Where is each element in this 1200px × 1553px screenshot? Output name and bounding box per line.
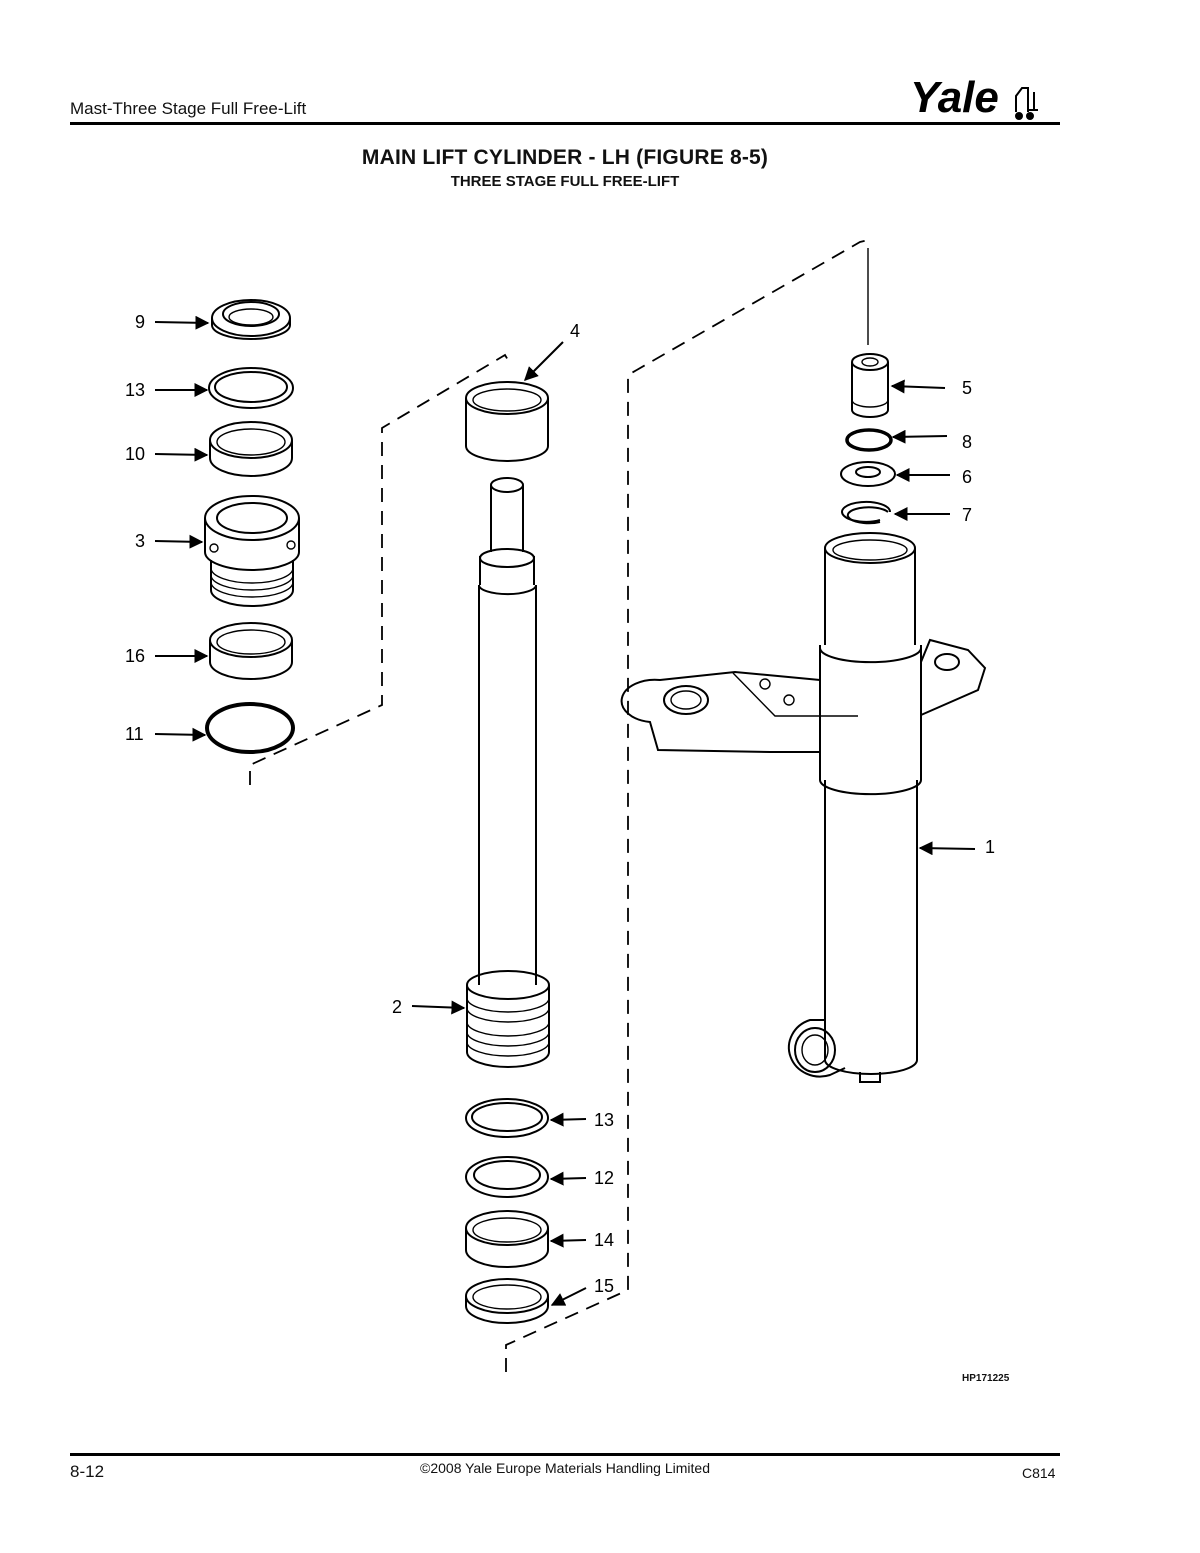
- part-16-bushing: [209, 622, 293, 680]
- callout-6: 6: [962, 467, 972, 487]
- part-6-washer: [840, 461, 896, 487]
- callout-12: 12: [594, 1168, 614, 1188]
- assembly-guide-lines: [249, 239, 869, 1372]
- page-number: 8-12: [70, 1462, 105, 1481]
- part-13-seal-ring-lower: [465, 1098, 549, 1138]
- part-10-wear-ring: [209, 421, 293, 477]
- part-14-wear-ring: [465, 1210, 549, 1268]
- part-11-o-ring: [205, 702, 295, 754]
- callout-1: 1: [985, 837, 995, 857]
- header-rule: [70, 122, 1060, 125]
- part-9-gland-cap: [211, 299, 291, 340]
- figure-title: MAIN LIFT CYLINDER - LH (FIGURE 8-5): [361, 146, 769, 169]
- callout-4: 4: [570, 321, 580, 341]
- figure-reference: HP171225: [962, 1373, 1010, 1384]
- brand-wordmark: Yale: [910, 73, 999, 122]
- part-5-fitting: [851, 353, 889, 418]
- callout-labels: 9 13 10 3 16 11 4 2 5 8 6 7 1 13 12 14 1…: [125, 312, 995, 1296]
- callout-2: 2: [392, 997, 402, 1017]
- callout-11: 11: [125, 724, 144, 744]
- callout-14: 14: [594, 1230, 614, 1250]
- part-2-piston-rod: [466, 477, 550, 1068]
- part-12-ring: [465, 1156, 549, 1198]
- part-15-ring: [465, 1278, 549, 1324]
- yale-logo: Yale: [910, 73, 1038, 122]
- part-4-bushing: [465, 381, 549, 462]
- callout-16: 16: [125, 646, 145, 666]
- section-title: Mast-Three Stage Full Free-Lift: [70, 99, 307, 118]
- part-8-o-ring: [845, 428, 893, 452]
- callout-13-upper: 13: [125, 380, 145, 400]
- figure-subtitle: THREE STAGE FULL FREE-LIFT: [450, 173, 680, 190]
- forklift-icon: [1015, 87, 1038, 120]
- document-code: C814: [1022, 1465, 1056, 1481]
- callout-7: 7: [962, 505, 972, 525]
- footer-rule: [70, 1453, 1060, 1456]
- part-1-cylinder-shell: [620, 532, 987, 1083]
- callout-leaders: [154, 248, 976, 1306]
- callout-10: 10: [125, 444, 145, 464]
- part-7-snap-ring: [841, 500, 892, 525]
- part-3-cylinder-head: [204, 495, 300, 607]
- copyright: ©2008 Yale Europe Materials Handling Lim…: [420, 1460, 710, 1476]
- callout-9: 9: [135, 312, 145, 332]
- callout-8: 8: [962, 432, 972, 452]
- callout-13-lower: 13: [594, 1110, 614, 1130]
- callout-5: 5: [962, 378, 972, 398]
- callout-3: 3: [135, 531, 145, 551]
- callout-15: 15: [594, 1276, 614, 1296]
- part-13-seal-ring-upper: [208, 367, 294, 409]
